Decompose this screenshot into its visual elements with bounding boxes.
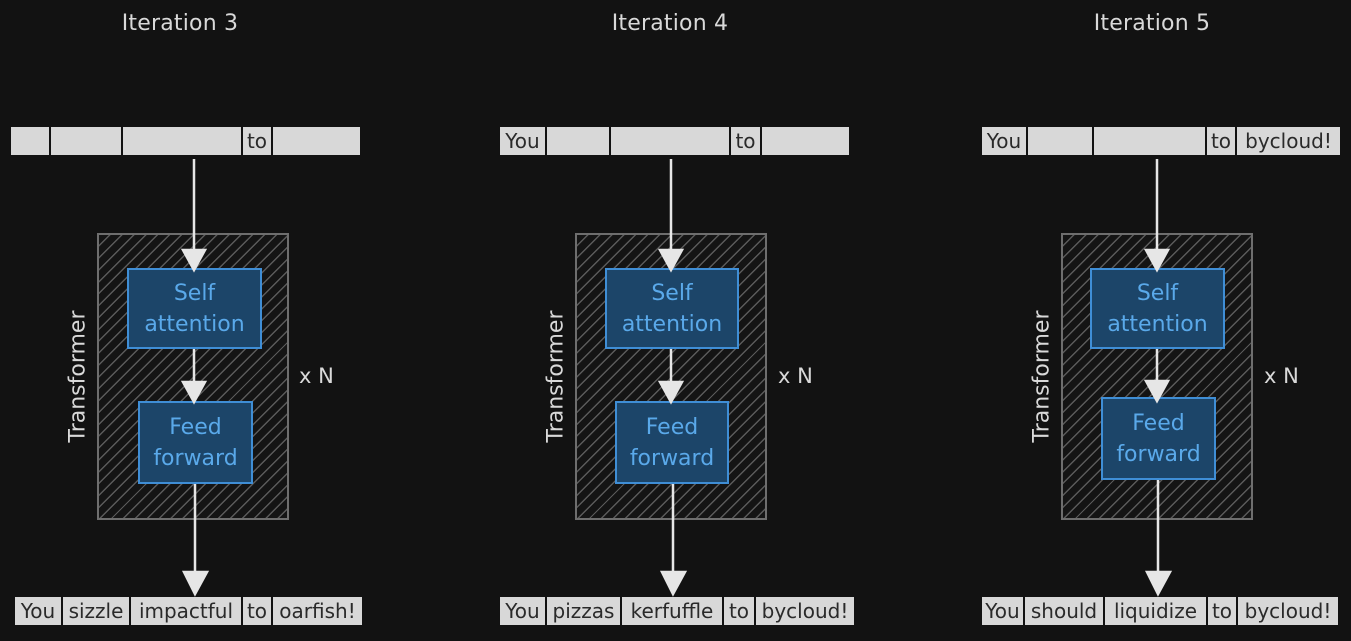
self-attention-label-line: Self	[1136, 280, 1179, 306]
input-token-row: to	[11, 127, 360, 155]
self-attention-label-line: attention	[144, 311, 245, 337]
self-attention-label-line: attention	[621, 311, 723, 337]
input-token: to	[243, 127, 273, 155]
feed-forward-label-line: Feed	[645, 414, 699, 440]
input-token	[11, 127, 51, 155]
input-token-row: You to bycloud!	[982, 127, 1340, 155]
output-token: to	[1208, 597, 1238, 625]
self-attention-box: Self attention	[127, 268, 262, 349]
self-attention-label-line: Self	[651, 280, 693, 306]
output-token: kerfuffle	[622, 597, 724, 625]
input-token	[611, 127, 731, 155]
panel-title: Iteration 5	[1093, 11, 1211, 36]
self-attention-label-line: Self	[173, 280, 216, 306]
input-token: to	[1207, 127, 1237, 155]
output-token: pizzas	[547, 597, 622, 625]
output-token-row: You pizzas kerfuffle to bycloud!	[500, 597, 854, 625]
input-token: bycloud!	[1237, 127, 1340, 155]
panel-title: Iteration 4	[611, 11, 729, 36]
self-attention-box: Self attention	[605, 268, 739, 349]
output-token: bycloud!	[1238, 597, 1338, 625]
output-token: liquidize	[1105, 597, 1208, 625]
feed-forward-label-line: forward	[629, 445, 715, 471]
arrowhead	[659, 570, 688, 597]
feed-forward-label-line: forward	[153, 445, 238, 471]
arrowhead	[1144, 570, 1173, 597]
output-token-row: You sizzle impactful to oarfish!	[15, 597, 362, 625]
input-token-row: You to	[500, 127, 849, 155]
input-token: You	[500, 127, 547, 155]
output-token-row: You should liquidize to bycloud!	[982, 597, 1338, 625]
input-token	[1094, 127, 1207, 155]
input-token: You	[982, 127, 1028, 155]
output-token: sizzle	[63, 597, 131, 625]
feed-forward-box: Feed forward	[615, 401, 729, 484]
panel-title: Iteration 3	[121, 11, 239, 36]
self-attention-box: Self attention	[1090, 268, 1225, 349]
input-token	[273, 127, 360, 155]
output-token: You	[500, 597, 547, 625]
self-attention-label-line: attention	[1107, 311, 1208, 337]
output-token: You	[15, 597, 63, 625]
repeat-label: x N	[299, 364, 334, 388]
output-token: oarfish!	[273, 597, 362, 625]
output-token: bycloud!	[756, 597, 854, 625]
output-token: to	[243, 597, 273, 625]
transformer-label: Transformer	[65, 310, 91, 443]
arrowhead	[181, 570, 210, 597]
input-token	[547, 127, 611, 155]
repeat-label: x N	[778, 364, 813, 388]
output-token: impactful	[131, 597, 243, 625]
input-token	[123, 127, 243, 155]
feed-forward-label-line: Feed	[169, 414, 222, 440]
feed-forward-box: Feed forward	[138, 401, 253, 484]
repeat-label: x N	[1264, 364, 1299, 388]
transformer-label: Transformer	[543, 310, 569, 443]
input-token: to	[731, 127, 762, 155]
transformer-label: Transformer	[1029, 310, 1055, 443]
input-token	[51, 127, 123, 155]
input-token	[1028, 127, 1094, 155]
feed-forward-label-line: Feed	[1132, 410, 1185, 436]
output-token: You	[982, 597, 1025, 625]
feed-forward-box: Feed forward	[1101, 397, 1216, 480]
feed-forward-label-line: forward	[1116, 441, 1201, 467]
input-token	[762, 127, 849, 155]
output-token: to	[724, 597, 756, 625]
output-token: should	[1025, 597, 1105, 625]
